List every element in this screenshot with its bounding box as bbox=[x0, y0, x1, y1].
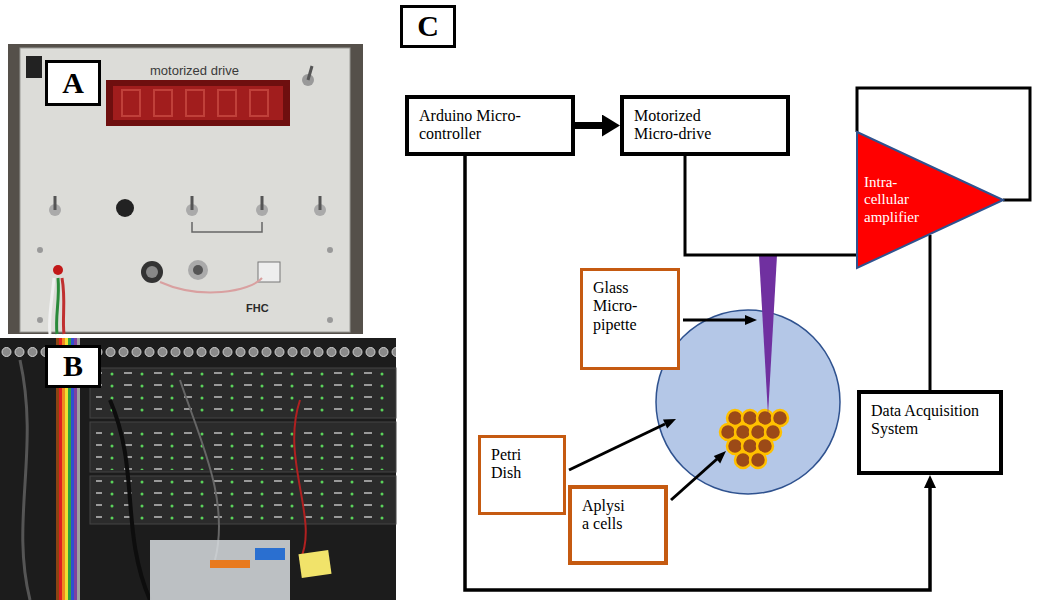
rack-module bbox=[90, 368, 396, 418]
plastic-bag bbox=[150, 540, 290, 600]
node-label: Motorized Micro-drive bbox=[634, 107, 744, 144]
panel-switch bbox=[26, 56, 42, 78]
panel-screw bbox=[327, 247, 333, 253]
rack-controls bbox=[96, 480, 392, 520]
panel-screw bbox=[37, 247, 43, 253]
callout-box: Petri Dish bbox=[478, 435, 566, 515]
rack-module bbox=[90, 422, 396, 472]
node-label: Glass Micro- pipette bbox=[593, 279, 655, 334]
cable bbox=[180, 380, 219, 560]
leader-arrowhead bbox=[714, 451, 726, 464]
toggle-lever bbox=[191, 196, 194, 210]
photo-equipment-rack bbox=[0, 338, 396, 600]
process-box: Arduino Micro-controller bbox=[405, 95, 575, 156]
panel-screw bbox=[37, 317, 43, 323]
node-label: Data Acquisition System bbox=[871, 402, 987, 439]
schematic-illustration bbox=[569, 88, 1030, 500]
label-holder: FHC bbox=[246, 298, 269, 316]
panel-screw bbox=[327, 317, 333, 323]
wire bbox=[160, 278, 262, 292]
amplifier-triangle: Intra- cellular amplifier bbox=[855, 130, 1005, 270]
panel-letter: A bbox=[62, 66, 84, 101]
indicator-led bbox=[53, 265, 63, 275]
photo-background bbox=[8, 44, 363, 334]
leader-arrow bbox=[683, 319, 745, 322]
node-label: Arduino Micro-controller bbox=[419, 107, 554, 144]
display-digit bbox=[122, 90, 140, 116]
cable bbox=[20, 360, 30, 600]
petri-dish-circle bbox=[656, 310, 840, 494]
pipette-to-amplifier-wire bbox=[768, 254, 857, 257]
toggle-lever bbox=[319, 196, 322, 210]
display-digit bbox=[186, 90, 204, 116]
toggle-lever bbox=[261, 196, 264, 210]
rack-controls bbox=[96, 426, 392, 470]
bnc-connector bbox=[141, 261, 163, 283]
wire bbox=[62, 278, 64, 334]
led-display bbox=[113, 86, 283, 120]
rack-module bbox=[90, 476, 396, 524]
front-panel bbox=[20, 48, 350, 332]
wire bbox=[57, 278, 59, 334]
cell bbox=[750, 452, 766, 468]
callout-box: Aplysi a cells bbox=[568, 485, 668, 565]
leader-arrow bbox=[671, 459, 717, 500]
rack-controls bbox=[96, 372, 392, 416]
bnc-connector bbox=[188, 260, 208, 280]
orange-tube bbox=[210, 560, 250, 568]
display-digit bbox=[250, 90, 268, 116]
amplifier-text-holder: Intra- cellular amplifier bbox=[864, 174, 936, 226]
blue-item bbox=[255, 548, 285, 560]
panel-letter-box: B bbox=[45, 345, 101, 388]
leader-arrowhead bbox=[663, 419, 676, 429]
photo-background bbox=[0, 338, 396, 600]
bnc-connector-core bbox=[146, 266, 158, 278]
cable bbox=[294, 400, 306, 560]
node-label: Petri Dish bbox=[491, 446, 537, 483]
display-digit bbox=[218, 90, 236, 116]
display-digit bbox=[154, 90, 172, 116]
panel-letter: B bbox=[63, 349, 83, 384]
drive-to-pipette-wire bbox=[685, 155, 768, 255]
bnc-connector-core bbox=[193, 265, 203, 275]
wire bbox=[49, 278, 54, 334]
label-holder: motorized drive bbox=[150, 61, 239, 79]
connector-arrow bbox=[929, 235, 932, 390]
callout-box: Glass Micro- pipette bbox=[580, 268, 680, 370]
toggle-lever bbox=[54, 196, 57, 210]
photo-motorized-drive bbox=[8, 44, 363, 334]
rotary-knob bbox=[116, 199, 134, 217]
leader-arrowhead bbox=[745, 315, 757, 325]
amplifier-triangle-outline bbox=[857, 132, 1003, 268]
panel-letter-box: A bbox=[45, 60, 101, 106]
process-box: Motorized Micro-drive bbox=[620, 95, 790, 156]
photo-panel-text: motorized drive bbox=[150, 63, 239, 78]
process-box: Data Acquisition System bbox=[857, 390, 1003, 475]
cell bbox=[735, 452, 751, 468]
node-label: Aplysi a cells bbox=[582, 497, 634, 534]
node-label: Intra- cellular amplifier bbox=[864, 174, 936, 226]
leader-arrow bbox=[569, 424, 665, 470]
display-bezel bbox=[106, 80, 290, 126]
panel-letter-box: C bbox=[400, 5, 456, 48]
toggle-lever bbox=[308, 66, 312, 80]
panel-letter: C bbox=[417, 9, 439, 44]
sticky-note bbox=[298, 550, 331, 578]
connector-arrow bbox=[575, 122, 602, 129]
panel-marking bbox=[192, 222, 262, 232]
photo-panel-text: FHC bbox=[246, 302, 269, 314]
aplysia-cell-cluster bbox=[720, 410, 788, 468]
glass-micropipette bbox=[759, 255, 777, 415]
cable bbox=[110, 400, 150, 600]
